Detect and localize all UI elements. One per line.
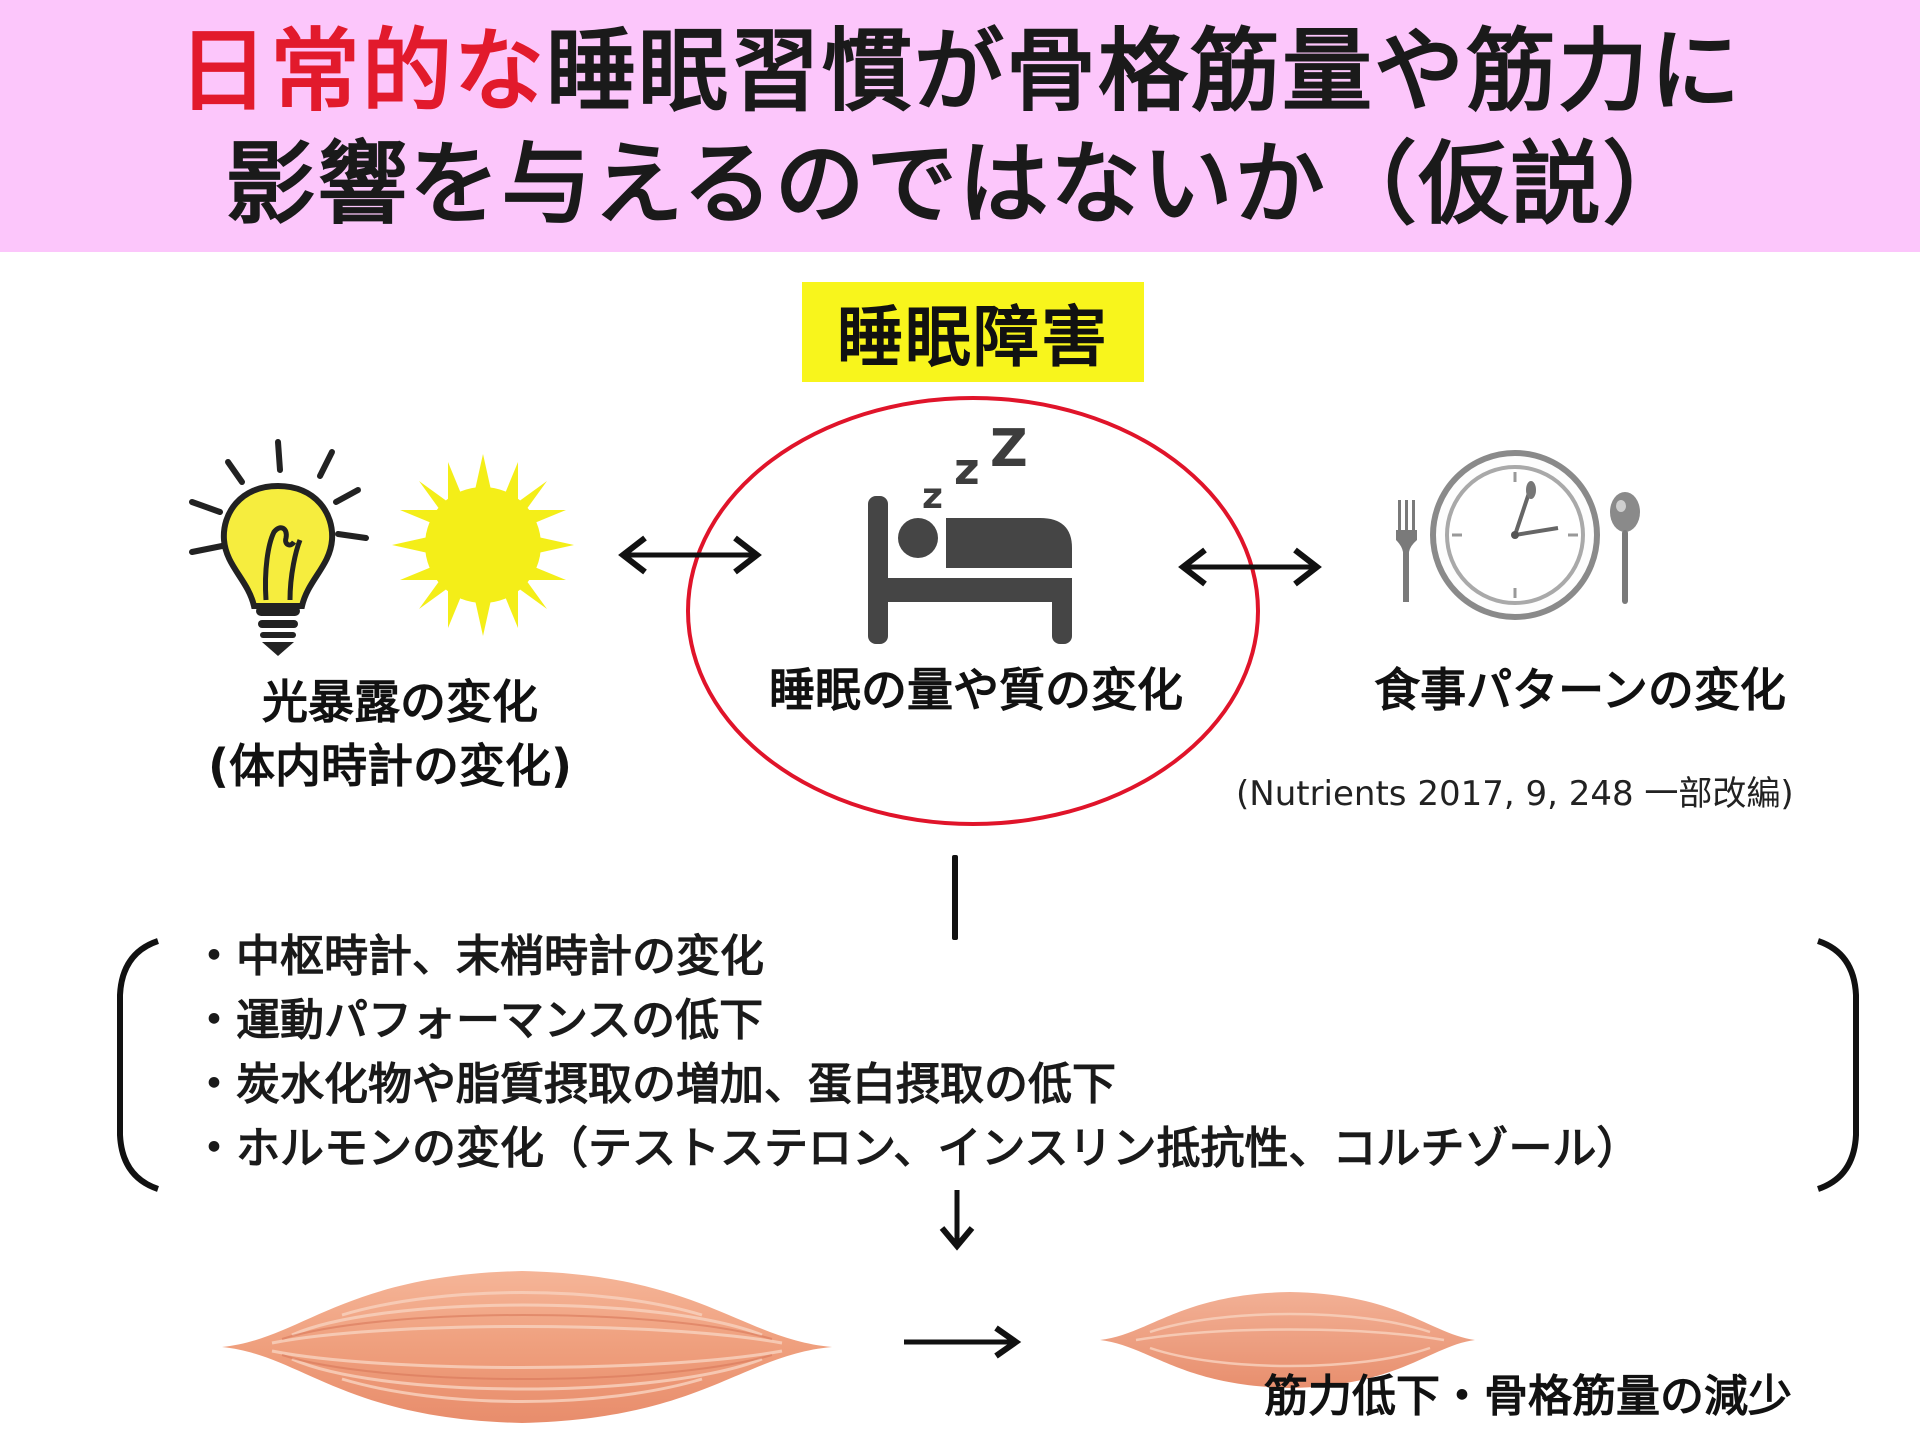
citation: (Nutrients 2017, 9, 248 一部改編) [1236, 774, 1794, 814]
lightbulb-icon [189, 439, 369, 656]
sleep-disorder-label: 睡眠障害 [802, 282, 1144, 382]
connector-line [952, 855, 958, 940]
left-bracket [117, 938, 160, 1192]
down-arrow-icon [939, 1190, 975, 1251]
effect-item: ・炭水化物や脂質摂取の増加、蛋白摂取の低下 [192, 1059, 1116, 1110]
slide-header: 日常的な睡眠習慣が骨格筋量や筋力に 影響を与えるのではないか（仮説） [0, 0, 1920, 252]
svg-text:Z: Z [990, 428, 1028, 479]
effect-item: ・運動パフォーマンスの低下 [192, 995, 764, 1046]
double-arrow-right-icon [1178, 547, 1322, 587]
small-muscle-icon [1100, 1292, 1475, 1388]
clock-plate-fork-spoon-icon [1396, 450, 1640, 620]
effect-item: ・中枢時計、末梢時計の変化 [192, 931, 764, 982]
bed-sleep-icon: z z Z [868, 428, 1072, 644]
title-line-1: 日常的な睡眠習慣が骨格筋量や筋力に [0, 22, 1920, 122]
effects-list: ・中枢時計、末梢時計の変化 ・運動パフォーマンスの低下 ・炭水化物や脂質摂取の増… [192, 925, 1692, 1181]
title-line-2: 影響を与えるのではないか（仮説） [225, 132, 1695, 237]
left-node-label: 光暴露の変化 [262, 675, 538, 729]
left-node-sublabel: (体内時計の変化) [207, 739, 573, 793]
large-muscle-icon [222, 1271, 832, 1423]
title-text: 睡眠習慣が骨格筋量や筋力に [546, 19, 1742, 124]
outcome-label: 筋力低下・骨格筋量の減少 [1264, 1371, 1792, 1422]
right-bracket [1816, 938, 1859, 1192]
central-label: 睡眠の量や質の変化 [769, 663, 1183, 717]
svg-text:z: z [954, 444, 980, 495]
title-highlight: 日常的な [178, 19, 546, 124]
sun-icon [392, 454, 574, 636]
effect-item: ・ホルモンの変化（テストステロン、インスリン抵抗性、コルチゾール） [192, 1123, 1641, 1174]
right-node-label: 食事パターンの変化 [1374, 663, 1786, 717]
svg-text:z: z [922, 476, 943, 517]
double-arrow-left-icon [618, 535, 762, 575]
focus-ellipse [686, 396, 1260, 826]
right-arrow-icon [904, 1325, 1022, 1359]
